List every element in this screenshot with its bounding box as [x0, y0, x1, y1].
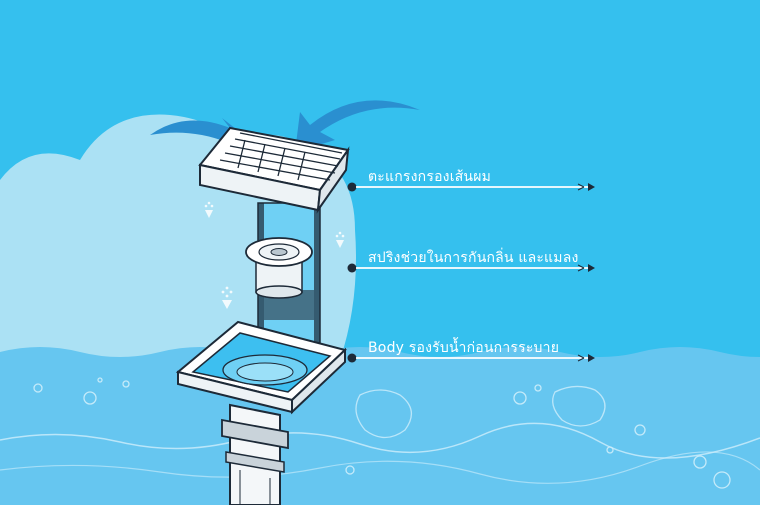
callout-grate — [347, 182, 595, 192]
callout-odor-trap — [347, 263, 595, 273]
flow-arrow-right-icon — [295, 100, 420, 152]
callout-body — [347, 353, 595, 363]
bubbles — [33, 377, 731, 489]
grate-icon — [198, 126, 350, 214]
label-odor-trap: สปริงช่วยในการกันกลิ่น และแมลง — [368, 250, 579, 266]
water-surface — [0, 347, 760, 505]
drip-icons — [204, 201, 345, 309]
label-body: Body รองรับน้ำก่อนการระบาย — [368, 340, 560, 356]
drain-body-icon — [175, 320, 347, 505]
odor-trap-icon — [245, 237, 313, 299]
label-grate: ตะแกรงกรองเส้นผม — [368, 169, 492, 185]
